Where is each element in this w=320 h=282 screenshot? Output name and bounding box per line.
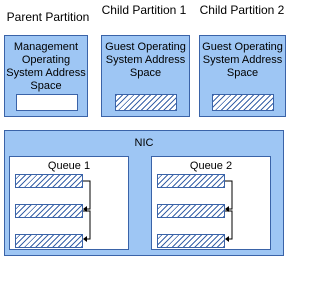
child1-address-space-label: Guest Operating System Address Space bbox=[105, 41, 186, 79]
child2-address-space-label: Guest Operating System Address Space bbox=[202, 41, 283, 79]
queue-1-arrows bbox=[83, 180, 91, 242]
queue-2-box: Queue 2 bbox=[151, 156, 271, 250]
queue-1-label: Queue 1 bbox=[47, 160, 91, 172]
queue-2-buffer-2 bbox=[157, 204, 225, 218]
queue-1-buffer-2 bbox=[15, 204, 83, 218]
queue-2-buffer-3 bbox=[157, 234, 225, 248]
parent-partition-title: Parent Partition bbox=[6, 10, 90, 24]
queue-1-buffer-3 bbox=[15, 234, 83, 248]
child-partition-1-box: Guest Operating System Address Space bbox=[101, 35, 190, 117]
parent-buffer bbox=[16, 94, 78, 111]
child-partition-2-box: Guest Operating System Address Space bbox=[199, 35, 286, 117]
queue-2-arrows bbox=[225, 180, 233, 242]
child-partition-2-title: Child Partition 2 bbox=[196, 3, 288, 18]
child-partition-2-title-text: Child Partition 2 bbox=[199, 3, 285, 17]
queue-1-box: Queue 1 bbox=[9, 156, 129, 250]
parent-partition-box: Management Operating System Address Spac… bbox=[4, 35, 88, 117]
queue-1-buffer-1 bbox=[15, 174, 83, 188]
child-partition-1-title-text: Child Partition 1 bbox=[101, 3, 187, 17]
child2-buffer bbox=[212, 94, 274, 111]
queue-2-label: Queue 2 bbox=[189, 160, 233, 172]
nic-label: NIC bbox=[134, 137, 154, 149]
parent-address-space-label: Management Operating System Address Spac… bbox=[6, 41, 86, 92]
queue-2-buffer-1 bbox=[157, 174, 225, 188]
child1-buffer bbox=[115, 94, 177, 111]
nic-box: NIC Queue 1 Queue 2 bbox=[4, 130, 284, 256]
child-partition-1-title: Child Partition 1 bbox=[98, 3, 190, 18]
